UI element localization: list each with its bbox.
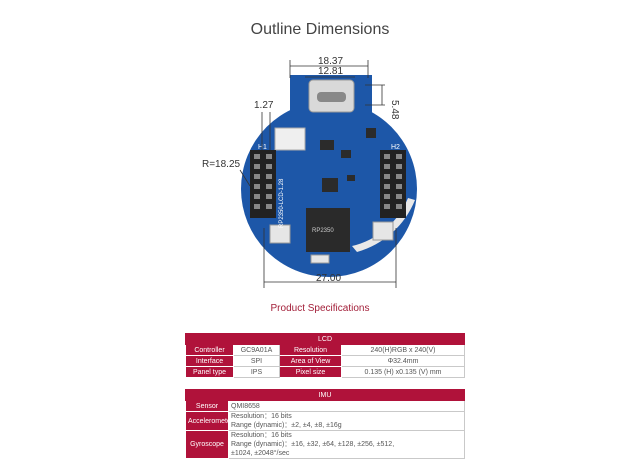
- spec-value: 0.135 (H) x0.135 (V) mm: [340, 366, 466, 378]
- boot-button-icon: [269, 224, 291, 244]
- page-title: Outline Dimensions: [250, 21, 390, 38]
- dim-inner-width: 12.81: [318, 66, 343, 77]
- header-h1: [250, 150, 276, 218]
- spec-value: GC9A01A: [233, 344, 280, 356]
- spec-key: Controller: [185, 344, 234, 356]
- spec-value: SPI: [233, 355, 280, 367]
- dim-radius: R=18.25: [202, 159, 241, 170]
- spec-key: Panel type: [185, 366, 234, 378]
- battery-connector-icon: [274, 127, 306, 151]
- spec-key: Accelerometer: [185, 411, 229, 431]
- dim-usb-height: 5.48: [389, 100, 400, 120]
- table-row: Controller GC9A01A Resolution 240(H)RGB …: [185, 344, 466, 356]
- dim-board-width: 27.00: [316, 273, 341, 284]
- spec-key: Pixel size: [279, 366, 342, 378]
- spec-value: 240(H)RGB x 240(V): [340, 344, 466, 356]
- table-row: Interface SPI Area of View Φ32.4mm: [185, 355, 466, 367]
- gyroscope-resolution: Resolution：16 bits: [231, 432, 292, 439]
- lcd-spec-table: LCD Controller GC9A01A Resolution 240(H)…: [184, 333, 466, 378]
- spec-value: Resolution：16 bits Range (dynamic)：±2, ±…: [228, 411, 465, 431]
- accelerometer-resolution: Resolution：16 bits: [231, 413, 292, 420]
- gyroscope-range-cont: ±1024, ±2048°/sec: [231, 450, 290, 457]
- specs-title: Product Specifications: [270, 303, 370, 314]
- table-row: Accelerometer Resolution：16 bits Range (…: [185, 411, 465, 431]
- spec-key: Sensor: [185, 400, 229, 412]
- lcd-header-row: LCD: [184, 333, 466, 345]
- dim-outer-width: 18.37: [318, 56, 343, 67]
- chip-label: RP2350: [312, 228, 334, 234]
- imu-header: IMU: [185, 389, 465, 401]
- spec-value: Φ32.4mm: [340, 355, 466, 367]
- spec-value: Resolution：16 bits Range (dynamic)：±16, …: [228, 430, 465, 459]
- header-h2-label: H2: [391, 144, 400, 151]
- board-diagram: H1 H2 RP2350 RP2350-LCD-1.28: [202, 56, 417, 288]
- spec-value: QMI8658: [228, 400, 465, 412]
- dim-edge-offset: 1.27: [254, 100, 274, 111]
- table-row: Sensor QMI8658: [185, 400, 465, 412]
- table-row: Gyroscope Resolution：16 bits Range (dyna…: [185, 430, 465, 459]
- gyroscope-range: Range (dynamic)：±16, ±32, ±64, ±128, ±25…: [231, 441, 395, 448]
- spec-key: Interface: [185, 355, 234, 367]
- reset-button-icon: [372, 221, 394, 241]
- spec-value: IPS: [233, 366, 280, 378]
- table-row: Panel type IPS Pixel size 0.135 (H) x0.1…: [185, 366, 466, 378]
- accelerometer-range: Range (dynamic)：±2, ±4, ±8, ±16g: [231, 422, 342, 429]
- model-label: RP2350-LCD-1.28: [279, 178, 285, 228]
- header-h1-label: H1: [258, 144, 267, 151]
- smd-components: [320, 128, 376, 192]
- bottom-pad-icon: [310, 254, 330, 264]
- dimension-lines: [239, 60, 397, 288]
- usb-c-opening: [317, 92, 346, 102]
- lcd-header: LCD: [184, 333, 466, 345]
- header-h2: [380, 150, 406, 218]
- imu-spec-table: IMU Sensor QMI8658 Accelerometer Resolut…: [185, 389, 465, 459]
- spec-key: Resolution: [279, 344, 342, 356]
- imu-header-row: IMU: [185, 389, 465, 401]
- spec-key: Area of View: [279, 355, 342, 367]
- rp2350-chip-icon: [306, 208, 350, 252]
- spec-key: Gyroscope: [185, 430, 229, 459]
- pcb-notch: [352, 198, 415, 252]
